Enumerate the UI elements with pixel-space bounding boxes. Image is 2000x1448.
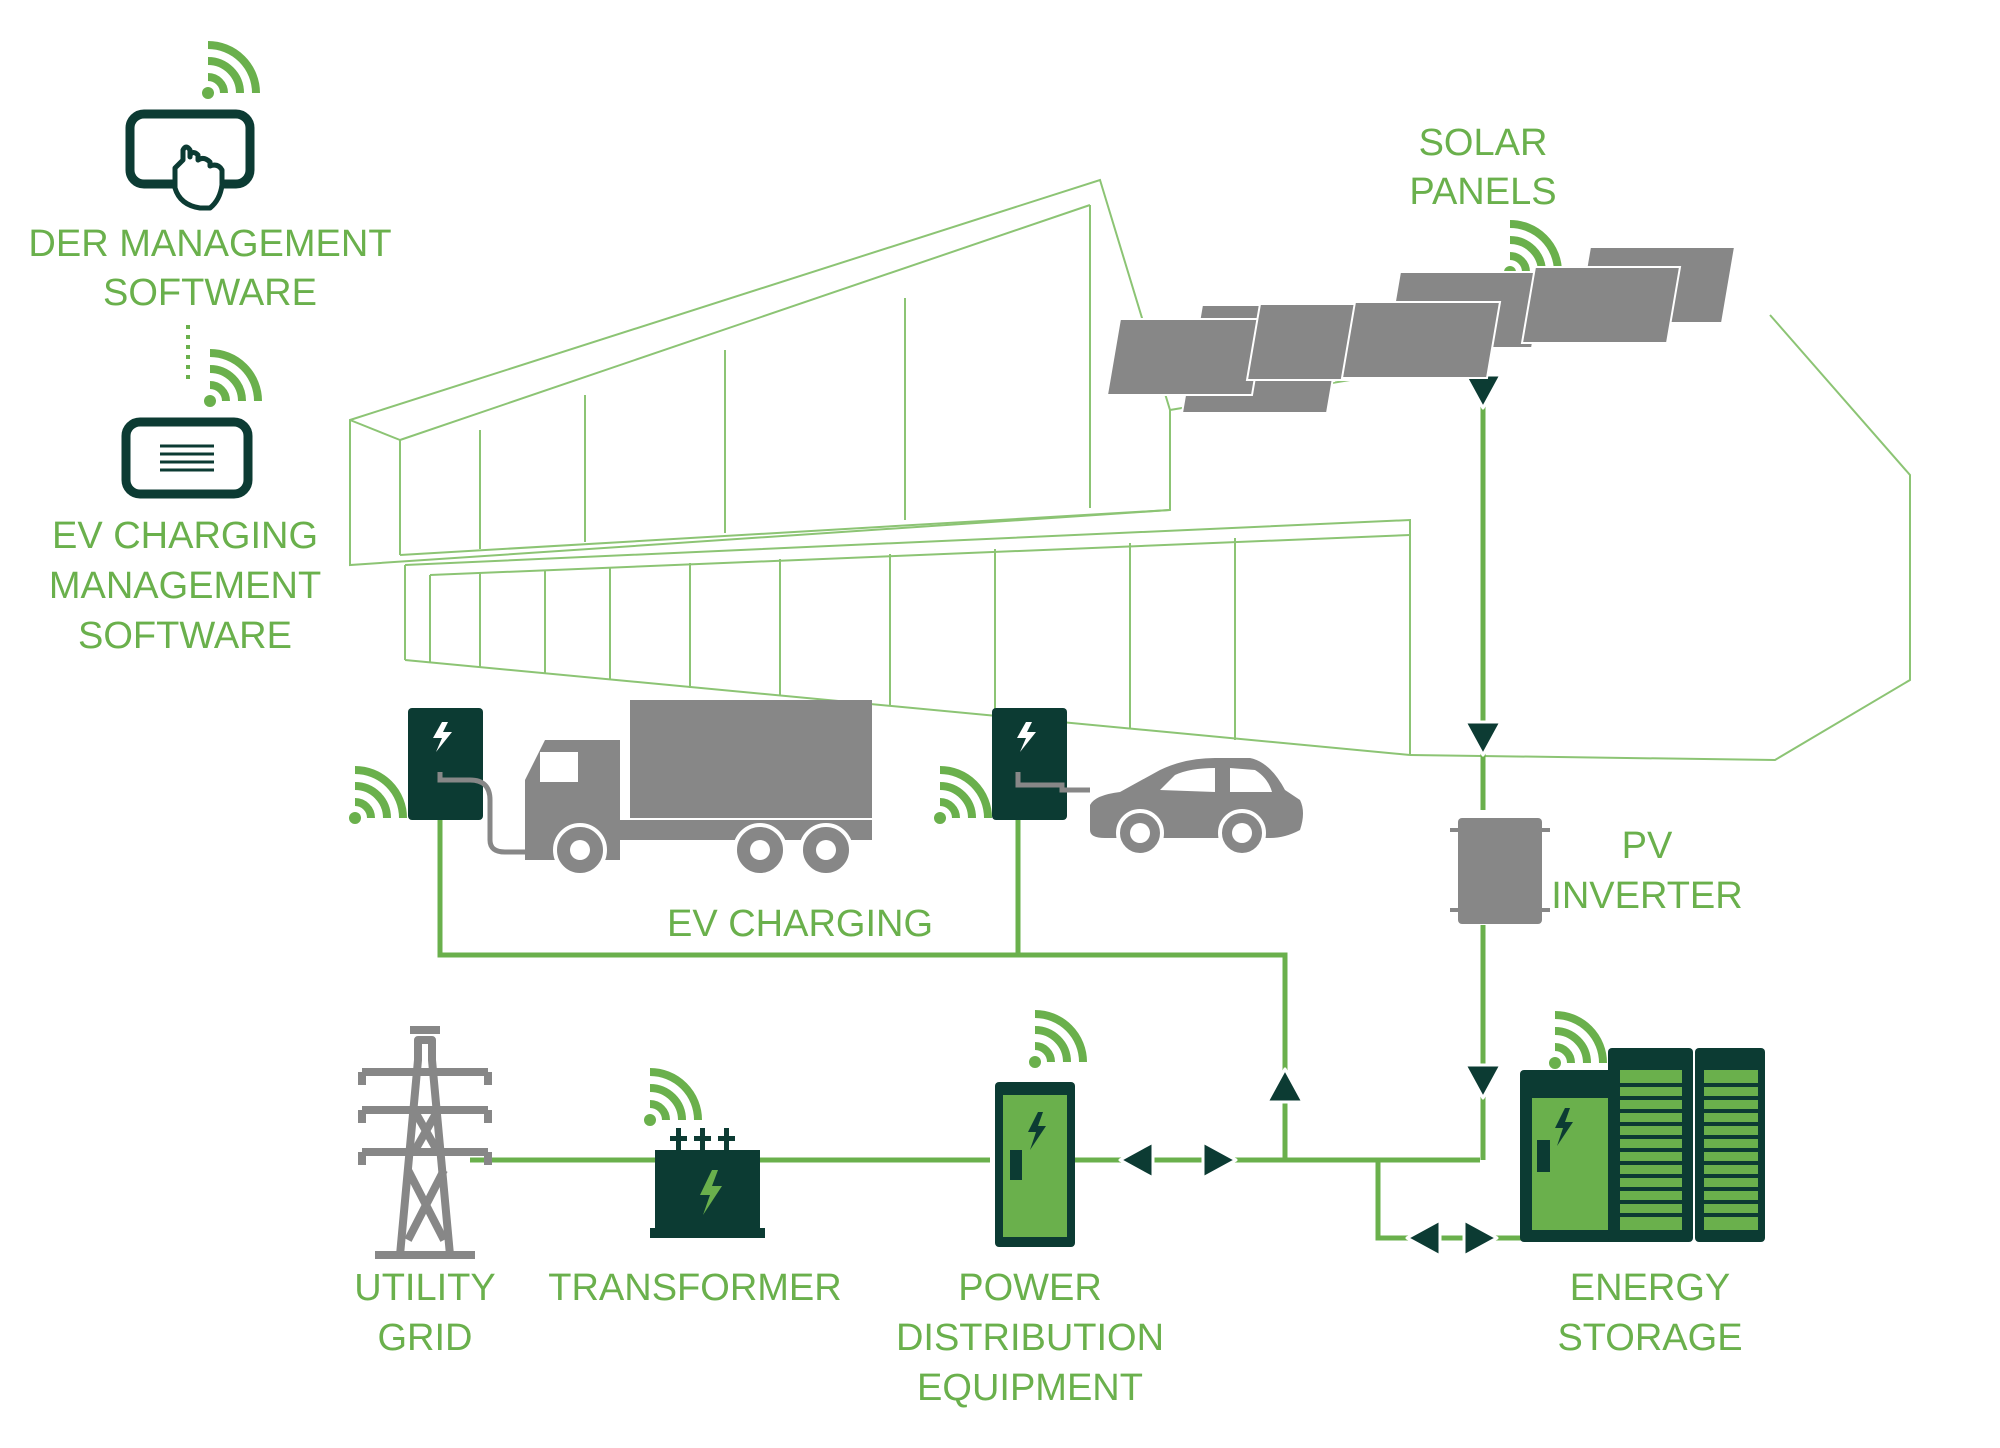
wifi-signal-icon	[1029, 1014, 1083, 1068]
der-label-line-2: SOFTWARE	[103, 272, 317, 314]
pv-inverter-label-line-1: PV	[1622, 825, 1673, 867]
touchscreen-hand-icon	[125, 109, 255, 211]
ev-charger-icon	[408, 708, 525, 855]
ev-charging-management-software-label: EV CHARGING MANAGEMENT SOFTWARE	[49, 515, 321, 657]
utility-grid-label: UTILITY GRID	[354, 1267, 495, 1359]
wifi-signal-icon	[644, 1072, 698, 1126]
arrow-icon	[1118, 373, 1503, 1258]
evcm-label-line-1: EV CHARGING	[52, 515, 318, 557]
power-distribution-cabinet-icon	[995, 1082, 1075, 1247]
energy-storage-label: ENERGY STORAGE	[1557, 1267, 1742, 1359]
storage-line	[1375, 1160, 1522, 1241]
transmission-tower-icon	[358, 1026, 492, 1259]
ev-charging-label-line-1: EV CHARGING	[667, 903, 933, 945]
wifi-signal-icon	[204, 353, 258, 407]
pde-label-line-3: EQUIPMENT	[917, 1367, 1143, 1409]
pde-label-line-2: DISTRIBUTION	[896, 1317, 1164, 1359]
truck-icon	[525, 700, 872, 877]
pde-label-line-1: POWER	[958, 1267, 1102, 1309]
utility-grid-label-line-2: GRID	[378, 1317, 473, 1359]
pv-inverter-label-line-2: INVERTER	[1551, 875, 1742, 917]
battery-storage-icon	[1520, 1048, 1765, 1242]
transformer-icon	[650, 1128, 765, 1238]
ev-charger-icon	[992, 708, 1090, 820]
power-distribution-equipment-label: POWER DISTRIBUTION EQUIPMENT	[896, 1267, 1164, 1409]
transformer-label: TRANSFORMER	[548, 1267, 841, 1309]
pv-inverter-label: PV INVERTER	[1551, 825, 1742, 917]
wifi-signal-icon	[934, 770, 988, 824]
ev-charging-label: EV CHARGING	[667, 903, 933, 945]
wifi-signal-icon	[1549, 1015, 1603, 1069]
energy-storage-label-line-2: STORAGE	[1557, 1317, 1742, 1359]
utility-grid-label-line-1: UTILITY	[354, 1267, 495, 1309]
solar-panel-icon	[1106, 246, 1736, 414]
evcm-label-line-2: MANAGEMENT	[49, 565, 321, 607]
ev-charging-line	[437, 770, 1288, 1160]
energy-storage-label-line-1: ENERGY	[1570, 1267, 1730, 1309]
car-icon	[1090, 758, 1303, 857]
der-management-software-label: DER MANAGEMENT SOFTWARE	[28, 223, 391, 314]
transformer-label-line-1: TRANSFORMER	[548, 1267, 841, 1309]
solar-panels-label: SOLAR PANELS	[1409, 122, 1556, 213]
evcm-label-line-3: SOFTWARE	[78, 615, 292, 657]
der-label-line-1: DER MANAGEMENT	[28, 223, 391, 265]
solar-label-line-1: SOLAR	[1419, 122, 1548, 164]
pv-inverter-icon	[1450, 818, 1550, 924]
charging-controller-icon	[121, 417, 253, 499]
wifi-signal-icon	[202, 45, 256, 99]
wifi-signal-icon	[349, 770, 403, 824]
solar-label-line-2: PANELS	[1409, 171, 1556, 213]
